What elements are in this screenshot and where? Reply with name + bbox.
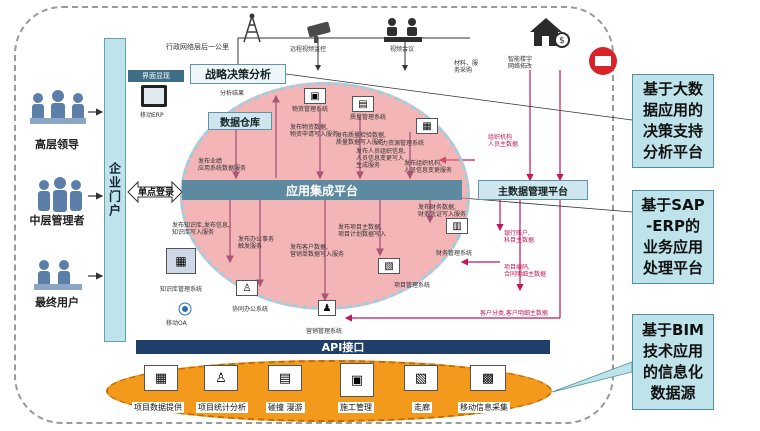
bim-stats-icon: ♙ bbox=[204, 365, 238, 391]
mobile-erp-tablet-icon bbox=[141, 85, 167, 107]
knowledge-system-icon: ▦ bbox=[166, 248, 196, 274]
api-interface-label: API接口 bbox=[321, 341, 365, 354]
annotation-customer: 发布客户数据, 营销单数据写入服务 bbox=[290, 244, 345, 258]
mobile-oa-signal-icon bbox=[178, 302, 192, 316]
callout-sap-erp: 基于SAP -ERP的 业务应用 处理平台 bbox=[632, 190, 714, 284]
annotation-org-change: 发布组织机构, 人员信息变更服务 bbox=[404, 160, 453, 174]
bim-corridor-icon: ▧ bbox=[404, 365, 438, 391]
bim-construction-icon: ▣ bbox=[340, 363, 374, 397]
bim-item-construction[interactable]: 施工管理 bbox=[338, 402, 374, 413]
annotation-finance: 发布财务数据, 财务凭证写入服务 bbox=[418, 204, 467, 218]
label-analysis-result: 分析结果 bbox=[220, 90, 245, 97]
senior-leaders-icon bbox=[30, 90, 86, 124]
annotation-org-master: 组织机构 人员主数据 bbox=[488, 134, 519, 148]
label-mobile-erp: 移动ERP bbox=[140, 112, 164, 119]
strategy-analysis-box[interactable]: 战略决策分析 bbox=[190, 64, 286, 84]
interface-display-bar[interactable]: 界面显现 bbox=[128, 70, 184, 82]
strategy-analysis-label: 战略决策分析 bbox=[205, 68, 271, 81]
bim-item-mobile-collect[interactable]: 移动信息采集 bbox=[458, 402, 510, 413]
finance-system-icon: ▥ bbox=[446, 218, 468, 234]
label-office-system: 协同办公系统 bbox=[232, 306, 269, 313]
integration-platform-label: 应用集成平台 bbox=[285, 183, 358, 198]
smart-building-icon: $ bbox=[530, 18, 570, 48]
role-end-users: 最终用户 bbox=[35, 296, 79, 309]
middle-managers-icon bbox=[38, 177, 82, 212]
video-conference-icon bbox=[384, 18, 422, 42]
annotation-warehouse: 发布业绩 应用系统数据服务 bbox=[198, 158, 247, 172]
end-users-icon bbox=[34, 260, 82, 290]
annotation-project: 发布项目主数据, 项目计划数据写入 bbox=[338, 224, 387, 238]
label-video-conference: 视频会议 bbox=[390, 46, 415, 53]
bim-item-stats-analysis[interactable]: 项目统计分析 bbox=[196, 402, 248, 413]
data-warehouse-box[interactable]: 数据仓库 bbox=[208, 112, 272, 130]
label-quality-system: 质量管理系统 bbox=[350, 114, 387, 121]
marketing-system-icon: ♟ bbox=[318, 300, 336, 316]
camera-icon bbox=[307, 21, 331, 43]
role-senior-leaders: 高层领导 bbox=[35, 138, 79, 151]
annotation-material: 发布物资数据, 物资申请写入服务 bbox=[290, 124, 339, 138]
data-warehouse-label: 数据仓库 bbox=[220, 117, 260, 129]
label-material-procure: 材料、服 务采购 bbox=[454, 60, 479, 74]
annotation-contract-master: 项目编码, 合同明细主数据 bbox=[504, 264, 547, 278]
bim-item-data-provide[interactable]: 项目数据提供 bbox=[132, 402, 184, 413]
label-remote-monitor: 远程视频监控 bbox=[290, 46, 327, 53]
label-material-system: 物资管理系统 bbox=[292, 106, 329, 113]
label-finance-system: 财务管理系统 bbox=[436, 250, 473, 257]
integration-platform-bar[interactable]: 应用集成平台 bbox=[182, 180, 462, 200]
material-system-icon: ▣ bbox=[304, 88, 326, 104]
annotation-knowledge: 发布知识库,发布信息, 知识库写入服务 bbox=[172, 222, 230, 236]
label-knowledge-system: 知识库管理系统 bbox=[160, 286, 203, 293]
mdm-platform-box[interactable]: 主数据管理平台 bbox=[478, 180, 588, 200]
label-smart-building: 智能楼宇 网络拓改 bbox=[508, 56, 533, 70]
bim-collision-icon: ▤ bbox=[268, 365, 302, 391]
annotation-hr: 发布人员组织信息, 人员信息变更写入 生成服务 bbox=[356, 148, 406, 169]
role-middle-managers: 中层管理者 bbox=[29, 214, 85, 227]
quality-system-icon: ▤ bbox=[352, 96, 374, 112]
callout-bigdata-decision: 基于大数 据应用的 决策支持 分析平台 bbox=[632, 74, 714, 168]
enterprise-portal-label: 企业门户 bbox=[107, 162, 122, 218]
red-mailbox-icon bbox=[589, 47, 617, 75]
svg-text:$: $ bbox=[559, 36, 565, 46]
sso-label: 单点登录 bbox=[138, 188, 175, 198]
enterprise-frame bbox=[14, 6, 614, 424]
label-marketing-system: 营销管理系统 bbox=[306, 328, 343, 335]
annotation-customer-master: 客户分类,客户明细主数据 bbox=[480, 310, 548, 317]
api-interface-bar[interactable]: API接口 bbox=[136, 340, 550, 354]
label-project-system: 项目管理系统 bbox=[394, 282, 431, 289]
interface-display-label: 界面显现 bbox=[142, 72, 170, 80]
bim-item-collision-roam[interactable]: 碰撞 漫游 bbox=[266, 402, 305, 413]
label-hr-system: 人力资源管理系统 bbox=[376, 140, 425, 147]
office-system-icon: ♙ bbox=[236, 280, 258, 296]
project-system-icon: ▧ bbox=[378, 258, 400, 274]
annotation-bank-master: 银行账户, 科目主数据 bbox=[504, 230, 535, 244]
antenna-tower-icon bbox=[243, 13, 261, 43]
label-mobile-oa: 移动OA bbox=[166, 320, 187, 327]
enterprise-portal-bar[interactable]: 企业门户 bbox=[104, 38, 126, 342]
mdm-platform-label: 主数据管理平台 bbox=[498, 186, 568, 198]
annotation-office: 发布办公事务 触发服务 bbox=[238, 236, 275, 250]
bim-item-corridor[interactable]: 走廊 bbox=[412, 402, 432, 413]
annotation-quality: 发布质量检验数据, 质量数据写入服务 bbox=[336, 132, 386, 146]
hr-system-icon: ▦ bbox=[416, 118, 438, 134]
bim-mobile-collect-icon: ▩ bbox=[470, 365, 506, 391]
callout-bim-source: 基于BIM 技术应用 的信息化 数据源 bbox=[632, 314, 714, 410]
bim-data-provide-icon: ▦ bbox=[144, 365, 178, 391]
caption-network-note: 行政网络层后一公里 bbox=[166, 43, 229, 51]
